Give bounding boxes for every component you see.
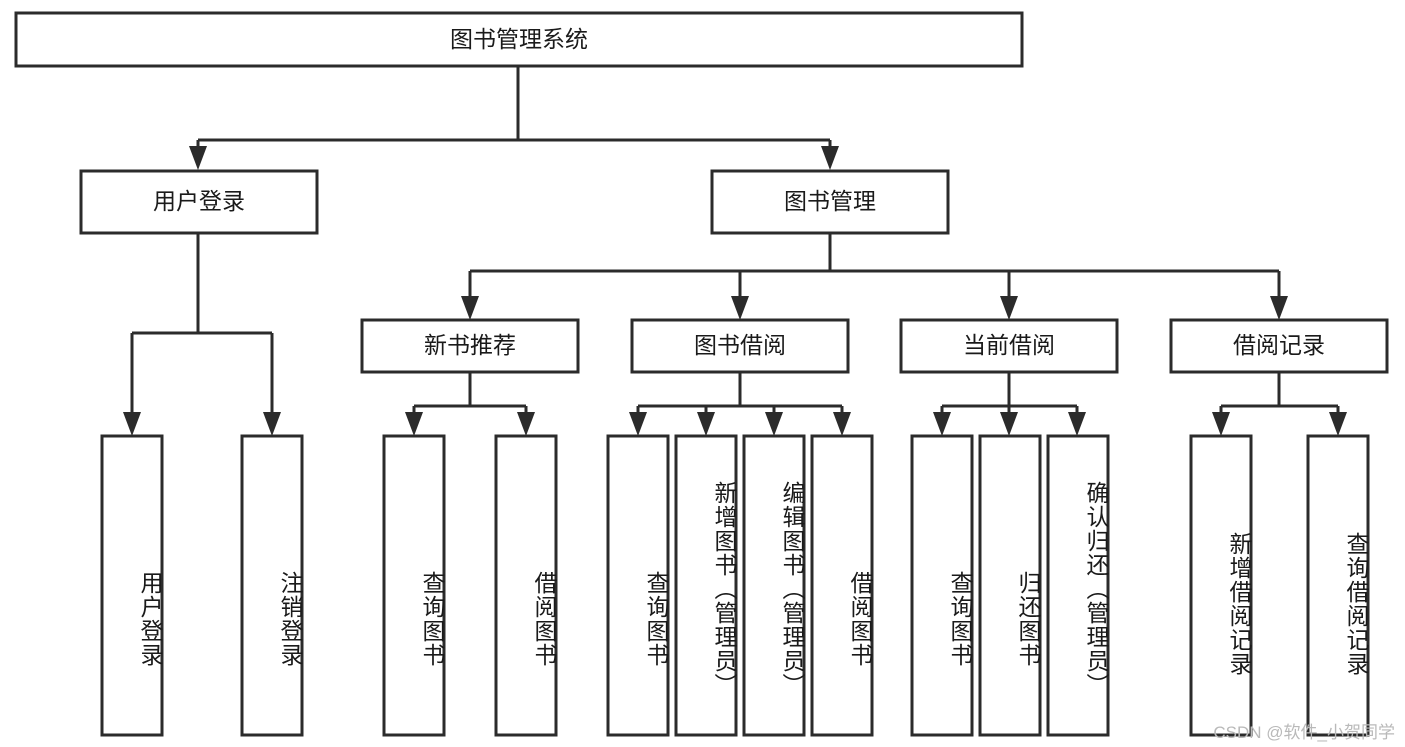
leaf-box-user-login-2[interactable] bbox=[240, 434, 304, 737]
leaf-box-borrow-2[interactable] bbox=[674, 434, 738, 737]
node-borrow-record-label: 借阅记录 bbox=[1233, 332, 1325, 358]
node-current-borrow-label: 当前借阅 bbox=[963, 332, 1055, 358]
leaf-box-borrow-3[interactable] bbox=[742, 434, 806, 737]
arrowhead-current-leaf-2 bbox=[1000, 412, 1018, 436]
leaf-box-current-2[interactable] bbox=[978, 434, 1042, 737]
arrowhead-borrow-leaf-2 bbox=[697, 412, 715, 436]
arrowhead-current-leaf-3 bbox=[1068, 412, 1086, 436]
node-new-book-label: 新书推荐 bbox=[424, 332, 516, 358]
arrowhead-records-leaf-2 bbox=[1329, 412, 1347, 436]
csdn-watermark: CSDN @软件_小贺同学 bbox=[1213, 723, 1395, 742]
node-book-borrow-box[interactable] bbox=[630, 318, 850, 374]
leaf-box-current-3[interactable] bbox=[1046, 434, 1110, 737]
connector-layer bbox=[123, 66, 1347, 436]
arrowhead-root-to-books bbox=[821, 146, 839, 170]
arrowhead-books-child-1 bbox=[461, 296, 479, 320]
arrowhead-records-leaf-1 bbox=[1212, 412, 1230, 436]
leaf-box-records-2[interactable] bbox=[1306, 434, 1370, 737]
arrowhead-current-leaf-1 bbox=[933, 412, 951, 436]
node-book-borrow-label: 图书借阅 bbox=[694, 332, 786, 358]
node-root-label: 图书管理系统 bbox=[450, 26, 588, 52]
node-user-login-label: 用户登录 bbox=[153, 188, 245, 214]
arrowhead-login-leaf-2 bbox=[263, 412, 281, 436]
leaf-box-borrow-1[interactable] bbox=[606, 434, 670, 737]
arrowhead-borrow-leaf-4 bbox=[833, 412, 851, 436]
leaf-box-new-book-2[interactable] bbox=[494, 434, 558, 737]
node-layer: 图书管理系统 用户登录 图书管理 新书推荐 图书借阅 当前借阅 借阅记录 bbox=[14, 11, 1389, 737]
arrowhead-books-child-4 bbox=[1270, 296, 1288, 320]
node-borrow-record-box[interactable] bbox=[1169, 318, 1389, 374]
arrowhead-books-child-3 bbox=[1000, 296, 1018, 320]
leaf-box-borrow-4[interactable] bbox=[810, 434, 874, 737]
node-book-manage-label: 图书管理 bbox=[784, 188, 876, 214]
arrowhead-newbook-leaf-1 bbox=[405, 412, 423, 436]
arrowhead-borrow-leaf-1 bbox=[629, 412, 647, 436]
leaf-box-user-login-1[interactable] bbox=[100, 434, 164, 737]
arrowhead-newbook-leaf-2 bbox=[517, 412, 535, 436]
node-root-box[interactable] bbox=[14, 11, 1024, 68]
leaf-box-current-1[interactable] bbox=[910, 434, 974, 737]
arrowhead-books-child-2 bbox=[731, 296, 749, 320]
node-book-manage-box[interactable] bbox=[710, 169, 950, 235]
node-current-borrow-box[interactable] bbox=[899, 318, 1119, 374]
leaf-box-new-book-1[interactable] bbox=[382, 434, 446, 737]
node-new-book-box[interactable] bbox=[360, 318, 580, 374]
arrowhead-borrow-leaf-3 bbox=[765, 412, 783, 436]
node-user-login-box[interactable] bbox=[79, 169, 319, 235]
leaf-box-records-1[interactable] bbox=[1189, 434, 1253, 737]
arrowhead-root-to-login bbox=[189, 146, 207, 170]
arrowhead-login-leaf-1 bbox=[123, 412, 141, 436]
